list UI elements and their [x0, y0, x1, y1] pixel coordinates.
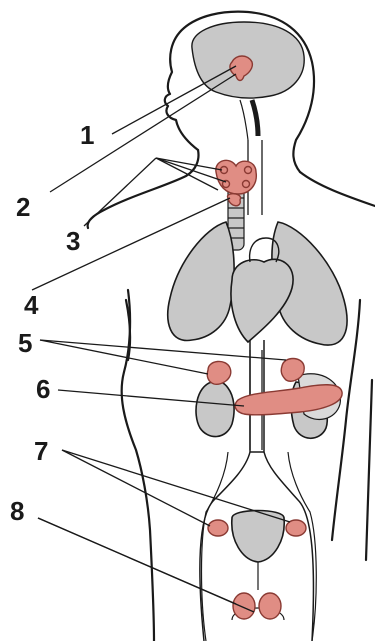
left-adrenal-gland: [207, 361, 231, 384]
right-ovary: [286, 520, 306, 536]
left-kidney: [196, 381, 234, 436]
parathyroid-gland: [243, 181, 250, 188]
right-adrenal-gland: [281, 359, 304, 382]
parathyroid-gland: [245, 167, 252, 174]
label-8: 8: [10, 496, 24, 526]
heart: [231, 259, 293, 342]
label-2: 2: [16, 192, 30, 222]
label-3: 3: [66, 226, 80, 256]
thyroid-gland: [216, 160, 256, 194]
label-4: 4: [24, 290, 39, 320]
left-testis: [233, 593, 255, 619]
left-lung: [168, 222, 234, 340]
number-labels: 1 2 3 4 5 6 7 8: [10, 120, 94, 526]
label-7: 7: [34, 436, 48, 466]
label-6: 6: [36, 374, 50, 404]
label-5: 5: [18, 328, 32, 358]
label-1: 1: [80, 120, 94, 150]
right-testis: [259, 593, 281, 619]
left-ovary: [208, 520, 228, 536]
